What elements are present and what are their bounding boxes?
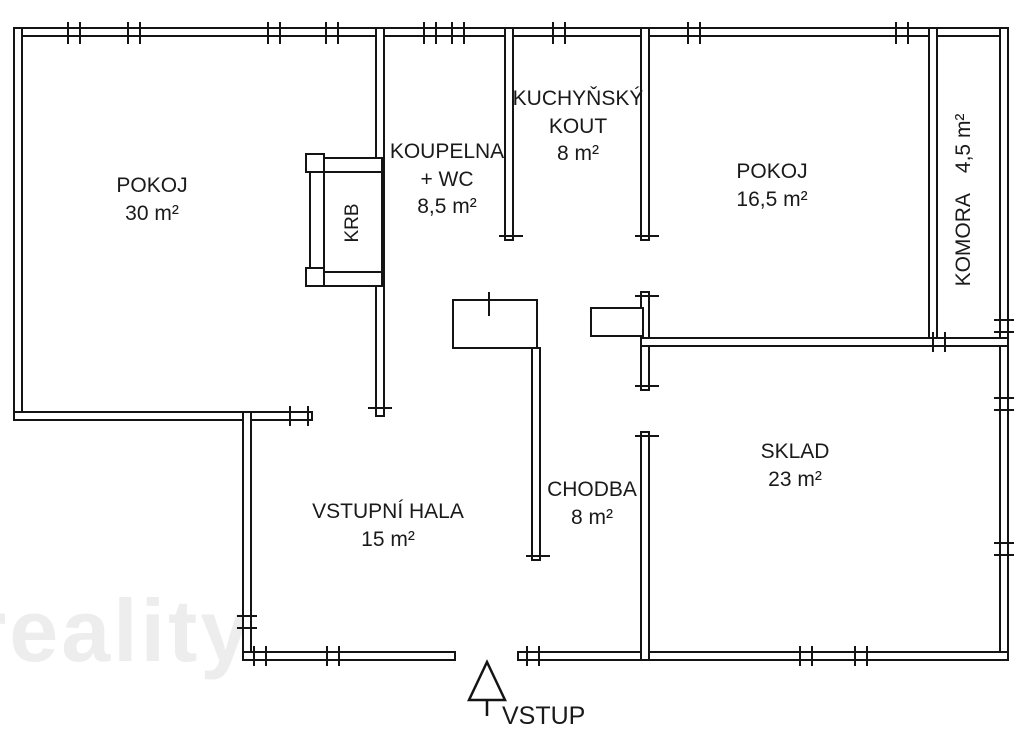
fireplace-step	[305, 153, 325, 173]
duct-box	[452, 299, 538, 349]
room-name: KOMORA	[952, 193, 976, 287]
room-label-pokoj-16: POKOJ 16,5 m²	[736, 158, 807, 213]
room-name: KOUPELNA	[389, 140, 505, 163]
room-name: KUCHYŇSKÝ	[512, 87, 644, 110]
wall-segment	[13, 411, 313, 421]
wall-segment	[640, 27, 650, 241]
room-name: VSTUPNÍ HALA	[312, 500, 464, 523]
wall-segment	[517, 651, 1009, 661]
room-label-chodba: CHODBA 8 m²	[547, 476, 637, 531]
wall-segment	[242, 651, 456, 661]
room-area: 8,5 m²	[417, 195, 477, 219]
room-name: POKOJ	[116, 174, 188, 197]
arrow-head	[467, 659, 507, 702]
wall-segment	[13, 27, 23, 421]
room-area: 4,5 m²	[952, 113, 976, 174]
fireplace-label: KRB	[342, 203, 363, 243]
fireplace-inner	[323, 171, 383, 273]
room-area: 8 m²	[556, 142, 599, 166]
shaft-box	[590, 307, 644, 337]
wall-segment	[928, 27, 938, 347]
room-name: CHODBA	[547, 478, 637, 501]
wall-segment	[640, 431, 650, 661]
room-label-kuchynsky-kout: KUCHYŇSKÝ KOUT 8 m²	[513, 85, 644, 168]
entrance-arrow	[467, 659, 507, 716]
room-label-komora: KOMORA 4,5 m²	[950, 114, 978, 287]
room-area: 8 m²	[570, 505, 613, 529]
room-area: 16,5 m²	[736, 187, 808, 211]
room-area: 30 m²	[125, 201, 179, 225]
wall-segment	[531, 347, 541, 561]
room-area: 15 m²	[361, 527, 415, 551]
walls	[13, 27, 1009, 661]
room-label-pokoj-30: POKOJ 30 m²	[116, 172, 187, 227]
room-area: 23 m²	[768, 467, 822, 491]
window-door-ticks	[67, 22, 1014, 666]
wall-segment	[242, 411, 252, 661]
room-name: KOUT	[548, 114, 608, 138]
watermark: reality	[0, 581, 253, 680]
entrance-label: VSTUP	[502, 702, 586, 730]
room-label-vstupni-hala: VSTUPNÍ HALA 15 m²	[312, 498, 464, 553]
fireplace-step	[305, 267, 325, 287]
wall-segment	[504, 27, 514, 241]
room-name: + WC	[420, 167, 474, 191]
wall-segment	[640, 337, 1009, 347]
room-label-sklad: SKLAD 23 m²	[761, 438, 830, 493]
fireplace	[305, 153, 383, 287]
room-name: POKOJ	[736, 160, 808, 183]
room-name: SKLAD	[760, 440, 830, 463]
room-label-koupelna: KOUPELNA + WC 8,5 m²	[390, 138, 504, 221]
